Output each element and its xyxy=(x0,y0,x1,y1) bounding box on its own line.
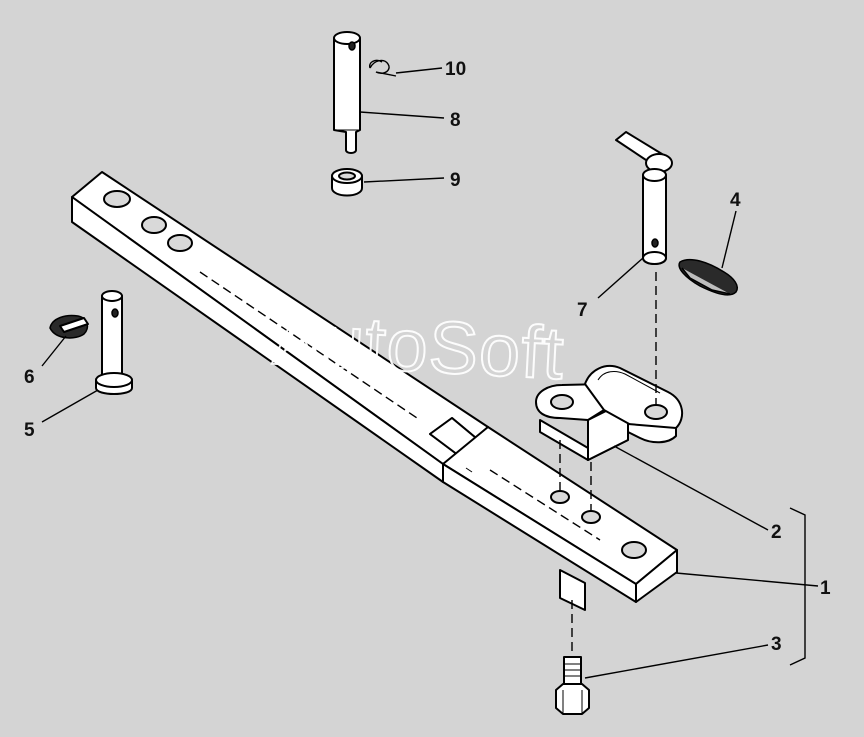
callout-5: 5 xyxy=(24,420,35,441)
drawbar-break-tick xyxy=(465,467,473,473)
lock-clip-part-4 xyxy=(678,258,738,296)
callout-1: 1 xyxy=(820,578,831,599)
drawbar-hole-1 xyxy=(103,190,131,208)
leader-3 xyxy=(584,644,769,679)
drawbar-bolt-hole-1 xyxy=(550,490,570,504)
bracket-arm-thickness xyxy=(627,423,677,444)
bracket-arm-edge xyxy=(597,371,661,394)
lock-clip-edge xyxy=(681,267,731,295)
watermark-text: AutoSoft xyxy=(271,297,567,395)
callout-6: 6 xyxy=(24,367,35,388)
clevis-bracket-part-2 xyxy=(535,365,684,461)
pin-part-5 xyxy=(95,290,133,395)
pin-5-shaft xyxy=(101,295,123,379)
pin-7-cross-hole xyxy=(651,238,659,248)
linch-pin-part-6 xyxy=(49,314,89,339)
spring-clip-loop xyxy=(369,59,397,77)
drawbar-under-shank xyxy=(559,569,586,611)
callout-9: 9 xyxy=(450,170,461,191)
drawbar-hole-3 xyxy=(167,234,193,252)
callout-2: 2 xyxy=(771,522,782,543)
callout-4: 4 xyxy=(730,190,741,211)
spring-clip-part-10 xyxy=(369,59,397,77)
leader-7 xyxy=(597,257,644,299)
callout-8: 8 xyxy=(450,110,461,131)
bracket-block-front xyxy=(539,419,589,461)
drawbar-end-hole xyxy=(621,541,647,559)
drawbar-bolt-hole-2 xyxy=(581,510,601,524)
drawbar-part-1 xyxy=(71,171,678,611)
bolt-part-3 xyxy=(555,656,590,715)
callout-3: 3 xyxy=(771,634,782,655)
pin-5-top xyxy=(101,290,123,302)
pin-8-body xyxy=(333,37,361,154)
callout-labels: 1 2 3 4 5 6 7 8 9 10 xyxy=(24,59,831,655)
drawbar-right-top-face xyxy=(442,426,678,585)
leader-lines xyxy=(41,67,819,679)
bracket-top-hole xyxy=(550,394,574,410)
bolt-hex-head xyxy=(555,683,590,715)
pin-8-top xyxy=(333,31,361,45)
pin-part-8 xyxy=(333,31,361,154)
drawbar-centerline-left xyxy=(199,271,421,421)
bracket-pin-hole xyxy=(644,404,668,420)
pin-7-tip xyxy=(642,251,667,265)
callout-10: 10 xyxy=(445,59,466,80)
leader-8 xyxy=(359,111,445,119)
linch-pin-tab xyxy=(59,317,89,333)
pin-8-top-hole xyxy=(348,41,356,51)
drawbar-hole-2 xyxy=(141,216,167,234)
leader-2 xyxy=(613,445,769,531)
pin-5-cross-hole xyxy=(111,308,119,318)
bushing-part-9 xyxy=(331,168,363,197)
spring-clip-hook xyxy=(369,59,383,69)
pin-7-body xyxy=(642,174,667,265)
assembly-group-bracket xyxy=(789,507,806,666)
pin-part-7 xyxy=(615,131,673,265)
leader-9 xyxy=(363,177,445,183)
leader-1 xyxy=(675,572,819,587)
pin-7-top xyxy=(642,168,667,182)
bolt-shank xyxy=(563,656,582,686)
leader-5 xyxy=(41,389,99,423)
lock-clip-body xyxy=(678,258,738,296)
pin-5-head xyxy=(95,372,133,388)
leader-4 xyxy=(721,210,737,269)
leader-10 xyxy=(395,67,443,74)
bushing-bore xyxy=(338,171,356,181)
drawbar-right-end-face xyxy=(635,549,678,603)
callout-7: 7 xyxy=(577,300,588,321)
leader-6 xyxy=(41,335,67,367)
drawbar-centerline-right xyxy=(489,469,601,541)
